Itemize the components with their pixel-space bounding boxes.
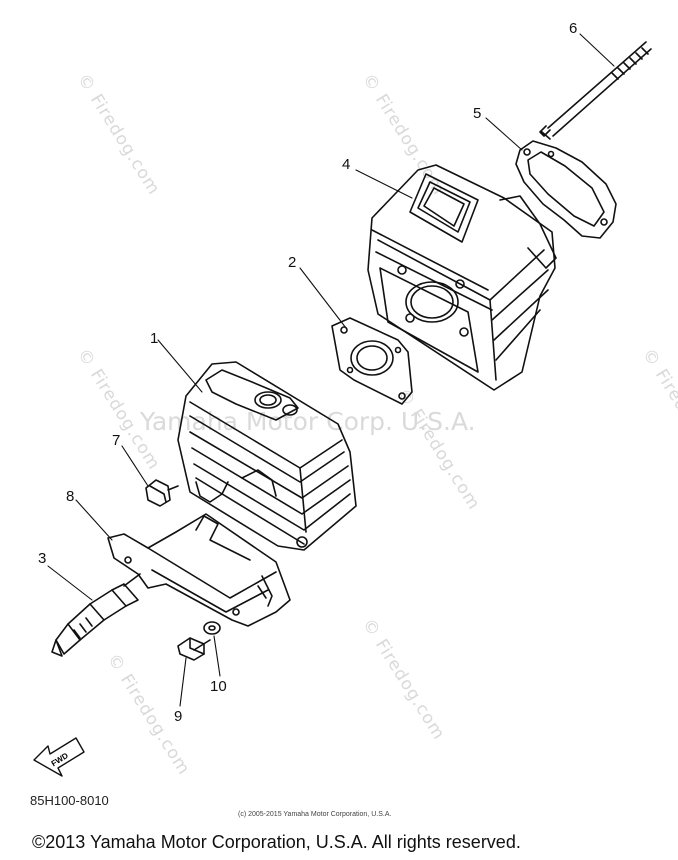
- fwd-arrow-icon: [33, 737, 85, 777]
- callout-2: 2: [288, 254, 297, 271]
- spark-plug-part: [51, 573, 141, 657]
- callout-10: 10: [210, 678, 227, 695]
- head-gasket-part: [515, 140, 617, 239]
- cover-plate-part: [107, 513, 291, 627]
- cylinder-part: [177, 361, 357, 551]
- small-nipple-part: [145, 479, 179, 507]
- callout-9: 9: [174, 708, 183, 725]
- callout-7: 7: [112, 432, 121, 449]
- fwd-label: FWD: [50, 751, 70, 768]
- cylinder-head-part: [367, 164, 557, 391]
- stud-bolt-part: [539, 41, 652, 140]
- bolt-part: [177, 637, 211, 661]
- base-gasket-part: [331, 317, 413, 405]
- small-copyright: (c) 2005-2015 Yamaha Motor Corporation, …: [238, 811, 392, 818]
- callout-8: 8: [66, 488, 75, 505]
- callout-4: 4: [342, 156, 351, 173]
- callout-3: 3: [38, 550, 47, 567]
- callout-6: 6: [569, 20, 578, 37]
- callout-1: 1: [150, 330, 159, 347]
- washer-part: [203, 621, 221, 635]
- footer-copyright: ©2013 Yamaha Motor Corporation, U.S.A. A…: [32, 832, 521, 852]
- part-code: 85H100-8010: [30, 793, 109, 808]
- callout-5: 5: [473, 105, 482, 122]
- leader-lines: [47, 33, 615, 707]
